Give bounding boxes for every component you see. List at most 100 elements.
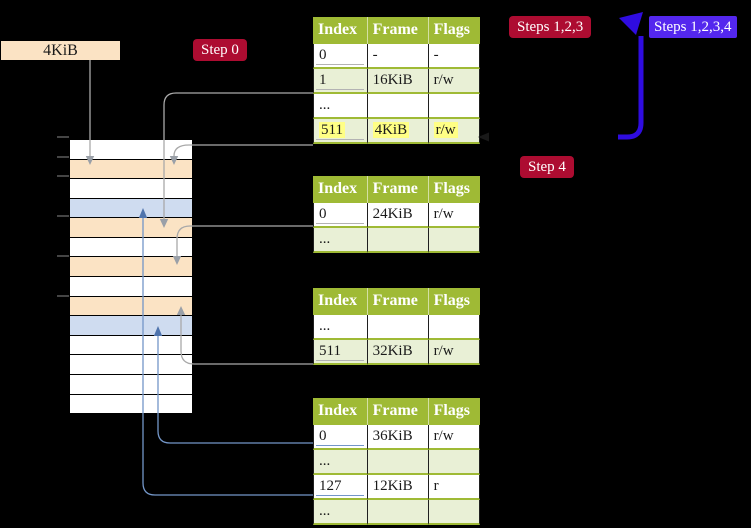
memory-frame-row <box>70 237 192 257</box>
connector-underline <box>316 64 364 65</box>
table-row: ... <box>313 500 480 525</box>
table-cell: - <box>366 44 428 69</box>
table-cell: ... <box>313 228 367 253</box>
table-cell: 0 <box>313 425 367 450</box>
memory-frame-row <box>70 316 192 335</box>
steps1234-badge: Steps 1,2,3,4 <box>649 16 737 38</box>
connector-underline <box>316 139 364 140</box>
connector-underline <box>316 360 364 361</box>
table-cell: 4KiB <box>366 119 428 144</box>
memory-frame-row <box>70 140 192 159</box>
table-cell: r/w <box>427 119 480 144</box>
table-cell: 32KiB <box>366 340 428 365</box>
table-cell <box>427 228 480 253</box>
column-header: Index <box>313 288 367 315</box>
column-header: Flags <box>427 288 480 315</box>
column-header: Flags <box>427 398 480 425</box>
table-cell <box>366 500 428 525</box>
steps123-badge: Steps 1,2,3 <box>509 16 592 38</box>
table-cell: r/w <box>427 69 480 94</box>
memory-frame-row <box>70 355 192 374</box>
table-cell: 12KiB <box>366 475 428 500</box>
column-header: Frame <box>366 176 428 203</box>
memory-frame-row <box>70 277 192 296</box>
arrow-t3-pte511-to-frame <box>180 315 313 365</box>
steps-flow-arrow <box>618 12 644 140</box>
arrow-t2-pte0-to-frame <box>176 225 313 256</box>
column-header: Index <box>313 176 367 203</box>
table-cell: 24KiB <box>366 203 428 228</box>
connector-underline <box>316 223 364 224</box>
connector-underline <box>316 89 364 90</box>
table-row: ... <box>313 315 480 340</box>
table-cell: r/w <box>427 425 480 450</box>
table-cell <box>427 315 480 340</box>
address-tick-marks <box>57 136 69 297</box>
column-header: Frame <box>366 17 428 44</box>
table-cell: r/w <box>427 340 480 365</box>
memory-frame-row <box>70 179 192 198</box>
arrow-pte511-to-frame <box>173 144 313 157</box>
memory-frame-row <box>70 198 192 218</box>
page-size-label: 4KiB <box>1 41 120 60</box>
memory-frame-row <box>70 257 192 277</box>
column-header: Flags <box>427 176 480 203</box>
table-row: ... <box>313 450 480 475</box>
column-header: Index <box>313 17 367 44</box>
column-header: Frame <box>366 288 428 315</box>
table-cell: ... <box>313 500 367 525</box>
table-cell: r/w <box>427 203 480 228</box>
table-cell <box>366 315 428 340</box>
step0-badge: Step 0 <box>193 39 247 61</box>
table-cell: 36KiB <box>366 425 428 450</box>
table-cell <box>427 450 480 475</box>
table-cell: ... <box>313 315 367 340</box>
table-row: ... <box>313 94 480 119</box>
table-row: ... <box>313 228 480 253</box>
memory-frame-row <box>70 159 192 179</box>
column-header: Frame <box>366 398 428 425</box>
memory-frame-row <box>70 218 192 237</box>
table-cell: 1 <box>313 69 367 94</box>
table-row: 0-- <box>313 44 480 69</box>
table-cell <box>366 228 428 253</box>
table-cell: 511 <box>313 119 367 144</box>
table-cell <box>366 94 428 119</box>
memory-stack <box>69 139 193 414</box>
table-cell <box>427 500 480 525</box>
table-cell: 16KiB <box>366 69 428 94</box>
memory-frame-row <box>70 394 192 414</box>
table-cell: 0 <box>313 44 367 69</box>
table-cell: ... <box>313 450 367 475</box>
memory-frame-row <box>70 296 192 316</box>
connector-underline <box>316 445 364 446</box>
table-cell <box>427 94 480 119</box>
memory-frame-row <box>70 374 192 394</box>
table-cell: r <box>427 475 480 500</box>
table-cell: ... <box>313 94 367 119</box>
table-cell: 127 <box>313 475 367 500</box>
memory-frame-row <box>70 335 192 355</box>
column-header: Index <box>313 398 367 425</box>
table-cell: - <box>427 44 480 69</box>
column-header: Flags <box>427 17 480 44</box>
table-cell <box>366 450 428 475</box>
connector-underline <box>316 495 364 496</box>
table-cell: 0 <box>313 203 367 228</box>
table-cell: 511 <box>313 340 367 365</box>
step4-badge: Step 4 <box>520 156 574 178</box>
